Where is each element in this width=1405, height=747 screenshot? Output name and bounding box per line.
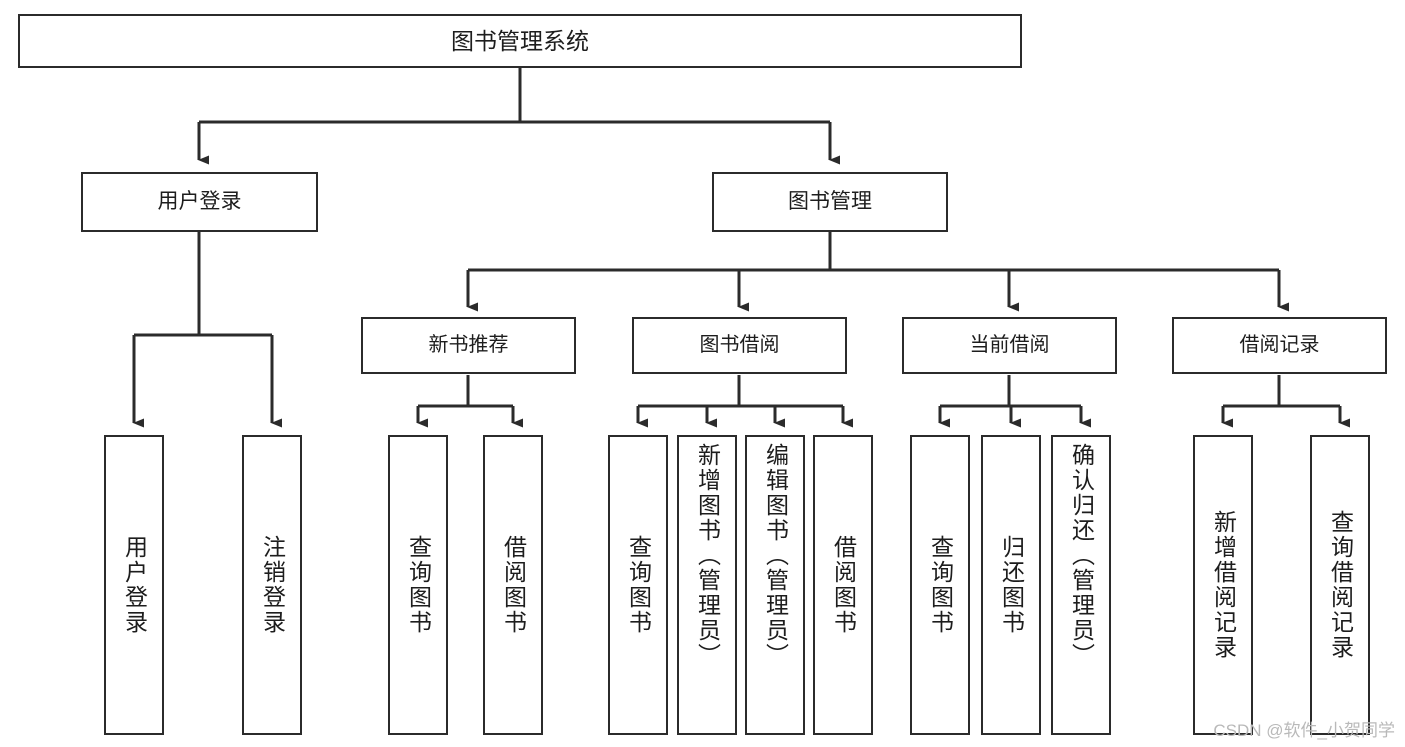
leaf-current-confirm-return-admin[interactable]: 确认归还（管理员） [1051,435,1111,735]
node-label: 新书推荐 [428,334,509,356]
node-label: 借阅记录 [1239,334,1320,356]
watermark-text: CSDN @软件_小贺同学 [1213,721,1395,740]
node-current-borrow[interactable]: 当前借阅 [902,317,1117,374]
node-label: 图书管理 [788,189,872,213]
node-label: 新增借阅记录 [1210,510,1237,660]
node-new-book-recommend[interactable]: 新书推荐 [361,317,576,374]
node-label: 归还图书 [998,535,1025,635]
node-root-system[interactable]: 图书管理系统 [18,14,1022,68]
node-label: 用户登录 [157,189,242,213]
node-label: 当前借阅 [969,334,1050,356]
leaf-borrow-borrow-book[interactable]: 借阅图书 [813,435,873,735]
leaf-user-login[interactable]: 用户登录 [104,435,164,735]
leaf-borrow-query-book[interactable]: 查询图书 [608,435,668,735]
node-borrow-record[interactable]: 借阅记录 [1172,317,1387,374]
node-label: 确认归还（管理员） [1068,443,1095,668]
leaf-current-query-book[interactable]: 查询图书 [910,435,970,735]
node-book-borrow[interactable]: 图书借阅 [632,317,847,374]
node-label: 图书借阅 [699,334,780,356]
leaf-record-query-record[interactable]: 查询借阅记录 [1310,435,1370,735]
node-label: 查询图书 [927,535,954,635]
node-label: 编辑图书（管理员） [762,443,789,668]
node-label: 注销登录 [259,535,286,635]
leaf-current-return-book[interactable]: 归还图书 [981,435,1041,735]
leaf-newbook-borrow-book[interactable]: 借阅图书 [483,435,543,735]
leaf-borrow-add-book-admin[interactable]: 新增图书（管理员） [677,435,737,735]
node-label: 图书管理系统 [451,27,589,54]
leaf-logout[interactable]: 注销登录 [242,435,302,735]
leaf-newbook-query-book[interactable]: 查询图书 [388,435,448,735]
node-label: 借阅图书 [500,535,527,635]
node-label: 用户登录 [121,535,148,635]
leaf-borrow-edit-book-admin[interactable]: 编辑图书（管理员） [745,435,805,735]
node-label: 查询图书 [625,535,652,635]
node-label: 查询借阅记录 [1327,510,1354,660]
node-label: 查询图书 [405,535,432,635]
node-book-management[interactable]: 图书管理 [712,172,948,232]
node-user-login[interactable]: 用户登录 [81,172,318,232]
node-label: 新增图书（管理员） [694,443,721,668]
leaf-record-add-record[interactable]: 新增借阅记录 [1193,435,1253,735]
node-label: 借阅图书 [830,535,857,635]
